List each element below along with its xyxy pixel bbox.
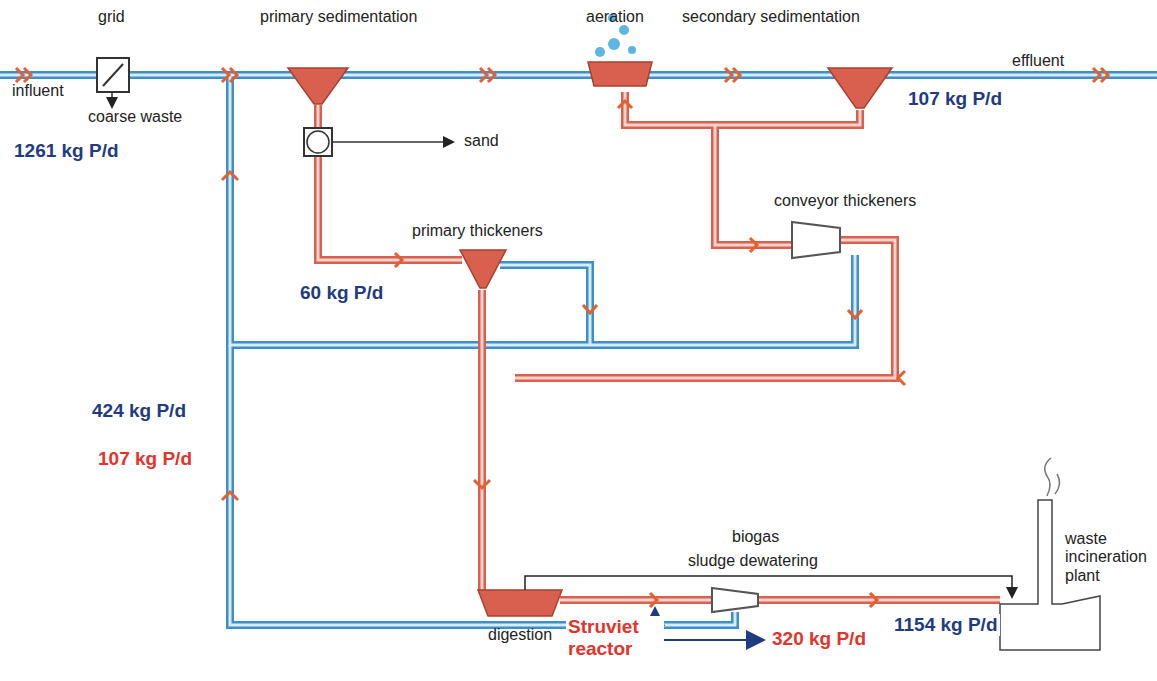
phosphorus-flow: 107 kg P/d <box>906 88 1004 110</box>
unit-label: sludge dewatering <box>686 552 820 570</box>
unit-label: digestion <box>486 626 554 644</box>
unit-label: primary thickeners <box>410 222 545 240</box>
phosphorus-flow: 424 kg P/d <box>90 400 188 422</box>
unit-label: primary sedimentation <box>258 8 419 26</box>
phosphorus-flow: 60 kg P/d <box>298 282 385 304</box>
flow-label: effluent <box>1010 52 1066 70</box>
phosphorus-flow: 320 kg P/d <box>770 628 868 650</box>
unit-label: waste incineration plant <box>1063 530 1153 585</box>
flow-label: coarse waste <box>86 108 184 126</box>
flow-label: biogas <box>730 528 781 546</box>
phosphorus-flow: 1261 kg P/d <box>12 140 121 162</box>
phosphorus-flow: 107 kg P/d <box>96 448 194 470</box>
flow-label: sand <box>462 132 501 150</box>
unit-label: grid <box>96 8 127 26</box>
unit-label: conveyor thickeners <box>772 192 918 210</box>
phosphorus-flow: 1154 kg P/d <box>892 614 1000 636</box>
unit-label: secondary sedimentation <box>680 8 862 26</box>
flow-label: influent <box>10 82 66 100</box>
reactor-label: Struviet reactor <box>566 616 664 660</box>
unit-label: aeration <box>584 8 646 26</box>
